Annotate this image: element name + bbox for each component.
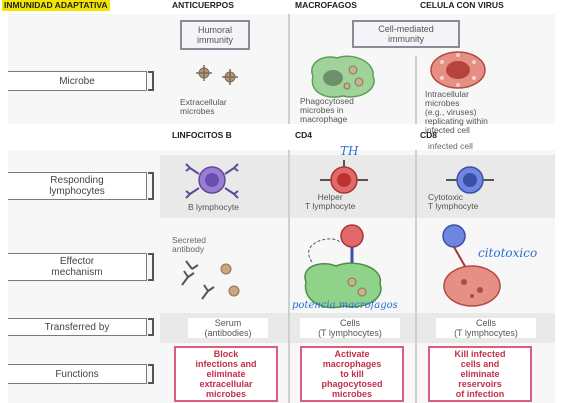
header-anticuerpos: ANTICUERPOS [172,0,234,10]
cytotoxic-t-caption: Cytotoxic T lymphocyte [428,192,479,211]
macrophage-icon [311,55,375,98]
b-cell-icon [185,163,239,199]
bracket [148,318,154,336]
row-label-responding: Responding lymphocytes [8,172,147,200]
cell-mediated-immunity-box: Cell-mediated immunity [352,20,460,48]
function-activate-macrophages: Activate macrophages to kill phagocytose… [300,346,404,402]
bottom-divider-1 [288,150,290,403]
row-label-transferred: Transferred by [8,318,147,336]
antibody-icon [181,260,240,300]
function-block-infections: Block infections and eliminate extracell… [174,346,278,402]
bracket [148,253,154,281]
transferred-cells-cd8: Cells (T lymphocytes) [436,318,536,338]
row-label-microbe: Microbe [8,71,147,91]
b-lymphocyte-caption: B lymphocyte [188,202,240,212]
bracket [148,71,154,91]
microbe-icon [196,65,238,85]
responding-band [160,155,555,218]
header-cd4: CD4 [295,130,313,140]
header-inmunidad-adaptativa: INMUNIDAD ADAPTATIVA [2,0,110,11]
infected-cell-icon [430,51,486,89]
handwritten-citotoxico: citotoxico [478,246,538,260]
secreted-antibody-caption: Secreted antibody [172,235,207,254]
row-label-functions: Functions [8,364,147,384]
transferred-serum: Serum (antibodies) [188,318,268,338]
row-label-effector: Effector mechanism [8,253,147,281]
phagocytosed-caption: Phagocytosed microbes in macrophage [300,96,354,124]
bracket [148,172,154,200]
cytotoxic-t-cell-icon [446,166,494,194]
transferred-cells-cd4: Cells (T lymphocytes) [300,318,400,338]
top-divider [288,14,290,124]
helper-t-cell-icon [320,160,368,194]
extracellular-caption: Extracellular microbes [180,97,227,116]
intracellular-caption: Intracellular microbes (e.g., viruses) r… [425,89,488,135]
helper-t-caption: Helper T lymphocyte [305,192,356,211]
header-celula-virus: CELULA CON VIRUS [420,0,504,10]
header-linfocitos-b: LINFOCITOS B [172,130,232,140]
cd8-effector-icon [442,224,501,307]
header-cd8: CD8 [420,130,438,140]
function-kill-infected-cells: Kill infected cells and eliminate reserv… [428,346,532,402]
handwritten-th: TH [340,144,359,158]
humoral-immunity-box: Humoral immunity [180,20,250,50]
header-macrofagos: MACROFAGOS [295,0,357,10]
bottom-divider-2 [415,150,417,403]
top-divider-2 [415,56,417,124]
bracket [148,364,154,384]
cd4-effector-icon [304,224,382,309]
handwritten-potencia: potencia macrofagos [292,300,398,311]
infected-cell-label: infected cell [428,141,473,151]
